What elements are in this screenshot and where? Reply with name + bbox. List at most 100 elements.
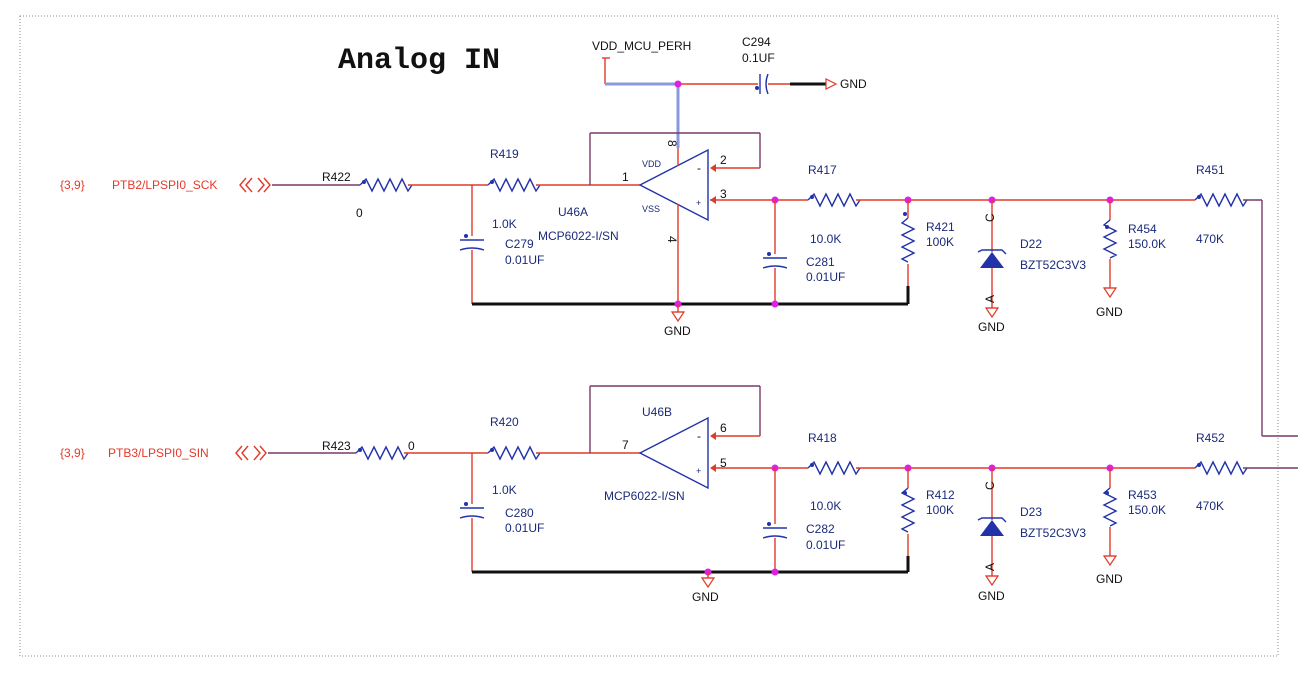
u46a-minus-sign: - [697, 161, 701, 175]
r453-ref: R453 [1128, 488, 1157, 502]
resistor-r452: R452 470K [1194, 431, 1248, 513]
u46b-part: MCP6022-I/SN [604, 489, 685, 503]
ch2-net-label: PTB3/LPSPI0_SIN [108, 446, 209, 460]
capacitor-c280: C280 0.01UF [459, 502, 544, 535]
r412-ref: R412 [926, 488, 955, 502]
r423-ref: R423 [322, 439, 351, 453]
r454-value: 150.0K [1128, 237, 1166, 251]
capacitor-c279: C279 0.01UF [459, 234, 544, 267]
ch1-sheet-ref: {3,9} [60, 178, 85, 192]
c279-value: 0.01UF [505, 253, 544, 267]
resistor-r421: R421 100K [900, 200, 955, 304]
r422-ref: R422 [322, 170, 351, 184]
u46a-pin-vss: 4 [665, 236, 679, 243]
r451-ref: R451 [1196, 163, 1225, 177]
u46a-vss-label: VSS [642, 204, 660, 214]
c280-ref: C280 [505, 506, 534, 520]
d23-ref: D23 [1020, 505, 1042, 519]
u46b-pin-plus: 5 [720, 456, 727, 470]
r452-ref: R452 [1196, 431, 1225, 445]
capacitor-c282: C282 0.01UF [762, 522, 845, 552]
resistor-r422: R422 0 [322, 170, 413, 220]
u46a-ref: U46A [558, 205, 588, 219]
c281-ref: C281 [806, 255, 835, 269]
ch2-sheet-ref: {3,9} [60, 446, 85, 460]
r417-ref: R417 [808, 163, 837, 177]
d22-part: BZT52C3V3 [1020, 258, 1086, 272]
r420-value: 1.0K [492, 483, 517, 497]
r453-value: 150.0K [1128, 503, 1166, 517]
resistor-r423: R423 0 [322, 439, 415, 461]
u46a-pin-out: 1 [622, 170, 629, 184]
r451-value: 470K [1196, 232, 1224, 246]
page-title: Analog IN [338, 44, 500, 78]
u46a-part: MCP6022-I/SN [538, 229, 619, 243]
u46a-plus-sign: + [696, 198, 701, 208]
power-section: VDD_MCU_PERH C294 0.1UF GND [592, 35, 867, 148]
r421-value: 100K [926, 235, 954, 249]
resistor-r412: R412 100K [900, 468, 955, 572]
opamp-u46a: VDD VSS - + U46A MCP6022-I/SN 1 2 3 8 4 [538, 140, 727, 304]
diode-d22: C A D22 BZT52C3V3 GND [977, 196, 1086, 334]
r421-ref: R421 [926, 220, 955, 234]
gnd-label-c294: GND [840, 77, 867, 91]
power-net-label: VDD_MCU_PERH [592, 39, 691, 53]
r422-value: 0 [356, 206, 363, 220]
capacitor-c294: C294 0.1UF [742, 35, 775, 95]
c294-ref: C294 [742, 35, 771, 49]
r454-ref: R454 [1128, 222, 1157, 236]
ch1-port-icon [239, 177, 271, 193]
resistor-r418: R418 10.0K [807, 431, 861, 513]
channel-2: {3,9} PTB3/LPSPI0_SIN R423 0 R420 1.0K C… [60, 385, 1298, 604]
r418-ref: R418 [808, 431, 837, 445]
opamp-u46b: - + U46B MCP6022-I/SN 7 6 5 [604, 405, 727, 503]
u46a-vdd-label: VDD [642, 159, 662, 169]
d23-cathode-label: C [983, 481, 997, 490]
d23-part: BZT52C3V3 [1020, 526, 1086, 540]
d23-anode-label: A [983, 563, 997, 571]
gnd-label-r453: GND [1096, 572, 1123, 586]
u46b-ref: U46B [642, 405, 672, 419]
u46b-pin-minus: 6 [720, 421, 727, 435]
d22-cathode-label: C [983, 213, 997, 222]
d22-ref: D22 [1020, 237, 1042, 251]
ch1-net-label: PTB2/LPSPI0_SCK [112, 178, 217, 192]
c282-ref: C282 [806, 522, 835, 536]
resistor-r453: R453 150.0K GND [1096, 464, 1166, 586]
r412-value: 100K [926, 503, 954, 517]
gnd-label-ch2: GND [692, 590, 719, 604]
capacitor-c281: C281 0.01UF [762, 252, 845, 284]
resistor-r417: R417 10.0K [807, 163, 861, 246]
u46a-pin-vdd: 8 [665, 140, 679, 147]
u46a-pin-plus: 3 [720, 187, 727, 201]
c282-value: 0.01UF [806, 538, 845, 552]
u46b-minus-sign: - [697, 429, 701, 443]
c281-value: 0.01UF [806, 270, 845, 284]
resistor-r420: R420 1.0K [487, 415, 541, 497]
r423-value: 0 [408, 439, 415, 453]
diode-d23: C A D23 BZT52C3V3 GND [977, 464, 1086, 603]
u46b-plus-sign: + [696, 466, 701, 476]
r452-value: 470K [1196, 499, 1224, 513]
c279-ref: C279 [505, 237, 534, 251]
r418-value: 10.0K [810, 499, 841, 513]
gnd-label-d23: GND [978, 589, 1005, 603]
resistor-r451: R451 470K [1194, 163, 1248, 246]
u46b-pin-out: 7 [622, 438, 629, 452]
c280-value: 0.01UF [505, 521, 544, 535]
ch2-port-icon [235, 445, 267, 461]
d22-anode-label: A [983, 295, 997, 303]
c294-value: 0.1UF [742, 51, 775, 65]
gnd-label-r454: GND [1096, 305, 1123, 319]
r420-ref: R420 [490, 415, 519, 429]
r417-value: 10.0K [810, 232, 841, 246]
resistor-r454: R454 150.0K GND [1096, 196, 1166, 319]
sheet-border [19, 15, 1279, 657]
r419-ref: R419 [490, 147, 519, 161]
gnd-label-d22: GND [978, 320, 1005, 334]
gnd-label-ch1: GND [664, 324, 691, 338]
u46a-pin-minus: 2 [720, 153, 727, 167]
channel-1: {3,9} PTB2/LPSPI0_SCK R422 0 R419 1.0K C… [60, 132, 1298, 437]
resistor-r419: R419 1.0K [487, 147, 541, 231]
